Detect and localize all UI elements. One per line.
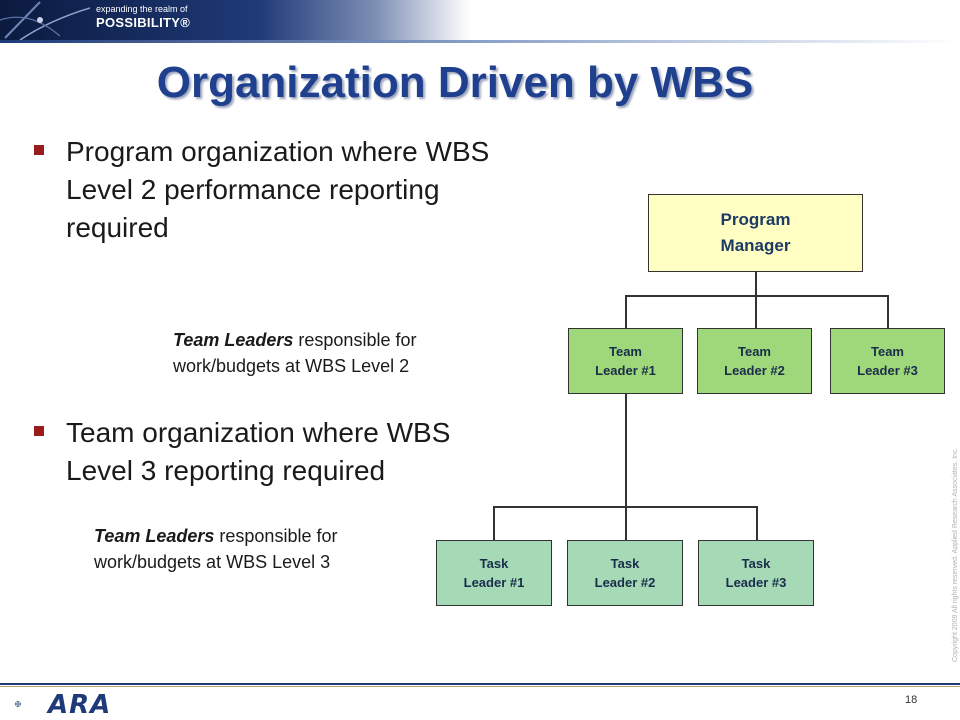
connector-line bbox=[755, 272, 757, 296]
footer-rule-accent bbox=[0, 686, 960, 687]
note-text: responsible for bbox=[293, 330, 417, 350]
box-label: Leader #2 bbox=[594, 575, 656, 590]
note-level-3: Team Leaders responsible for work/budget… bbox=[94, 523, 337, 575]
box-label: Leader #3 bbox=[857, 363, 918, 378]
box-label: Leader #3 bbox=[725, 575, 787, 590]
box-label: Manager bbox=[720, 236, 791, 255]
connector-line bbox=[756, 506, 758, 540]
bullet-line: Level 3 reporting required bbox=[66, 455, 386, 486]
box-label: Program bbox=[720, 210, 791, 229]
task-leader-2-box: Task Leader #2 bbox=[567, 540, 683, 606]
connector-line bbox=[625, 506, 627, 540]
box-label: Leader #1 bbox=[595, 363, 656, 378]
bullet-marker bbox=[34, 426, 44, 436]
note-text: work/budgets at WBS Level 2 bbox=[173, 356, 410, 376]
bullet-text: Program organization where WBS Level 2 p… bbox=[66, 133, 489, 247]
star-compass-graphic bbox=[0, 1, 90, 40]
copyright-notice: Copyright 2009 All rights reserved. Appl… bbox=[952, 447, 959, 662]
box-label: Team bbox=[871, 344, 904, 359]
task-leader-3-box: Task Leader #3 bbox=[698, 540, 814, 606]
bullet-line: Team organization where WBS bbox=[66, 417, 451, 448]
box-label: Task bbox=[479, 556, 509, 571]
connector-line bbox=[625, 394, 627, 506]
footer-rule bbox=[0, 683, 960, 685]
connector-line bbox=[887, 295, 889, 328]
box-label: Team bbox=[738, 344, 771, 359]
ara-compass-icon bbox=[14, 700, 22, 708]
bullet-text: Team organization where WBS Level 3 repo… bbox=[66, 414, 450, 490]
team-leader-1-box: Team Leader #1 bbox=[568, 328, 683, 394]
box-label: Team bbox=[609, 344, 642, 359]
box-label: Task bbox=[741, 556, 771, 571]
bullet-line: required bbox=[66, 212, 169, 243]
task-leader-1-box: Task Leader #1 bbox=[436, 540, 552, 606]
team-leader-3-box: Team Leader #3 bbox=[830, 328, 945, 394]
connector-line bbox=[625, 295, 627, 328]
ara-logo: ARA bbox=[48, 690, 112, 720]
note-text: work/budgets at WBS Level 3 bbox=[94, 552, 331, 572]
bullet-team-organization: Team organization where WBS Level 3 repo… bbox=[34, 414, 594, 494]
connector-line bbox=[755, 295, 757, 328]
note-emphasis: Team Leaders bbox=[173, 330, 294, 350]
tagline: expanding the realm of POSSIBILITY® bbox=[96, 4, 190, 30]
bullet-line: Level 2 performance reporting bbox=[66, 174, 440, 205]
note-emphasis: Team Leaders bbox=[94, 526, 215, 546]
connector-line bbox=[625, 295, 889, 297]
tagline-big: POSSIBILITY® bbox=[96, 15, 191, 30]
connector-line bbox=[493, 506, 495, 540]
box-label: Leader #2 bbox=[724, 363, 785, 378]
program-manager-box: Program Manager bbox=[648, 194, 863, 272]
page-number: 18 bbox=[905, 694, 918, 706]
header-rule bbox=[0, 40, 960, 43]
box-label: Task bbox=[610, 556, 640, 571]
note-level-2: Team Leaders responsible for work/budget… bbox=[173, 327, 416, 379]
bullet-marker bbox=[34, 145, 44, 155]
tagline-small: expanding the realm of bbox=[96, 4, 188, 14]
bullet-line: Program organization where WBS bbox=[66, 136, 490, 167]
team-leader-2-box: Team Leader #2 bbox=[697, 328, 812, 394]
bullet-program-organization: Program organization where WBS Level 2 p… bbox=[34, 133, 614, 253]
header-banner bbox=[0, 0, 470, 40]
box-label: Leader #1 bbox=[463, 575, 525, 590]
note-text: responsible for bbox=[214, 526, 338, 546]
slide-title: Organization Driven by WBS bbox=[156, 58, 754, 107]
